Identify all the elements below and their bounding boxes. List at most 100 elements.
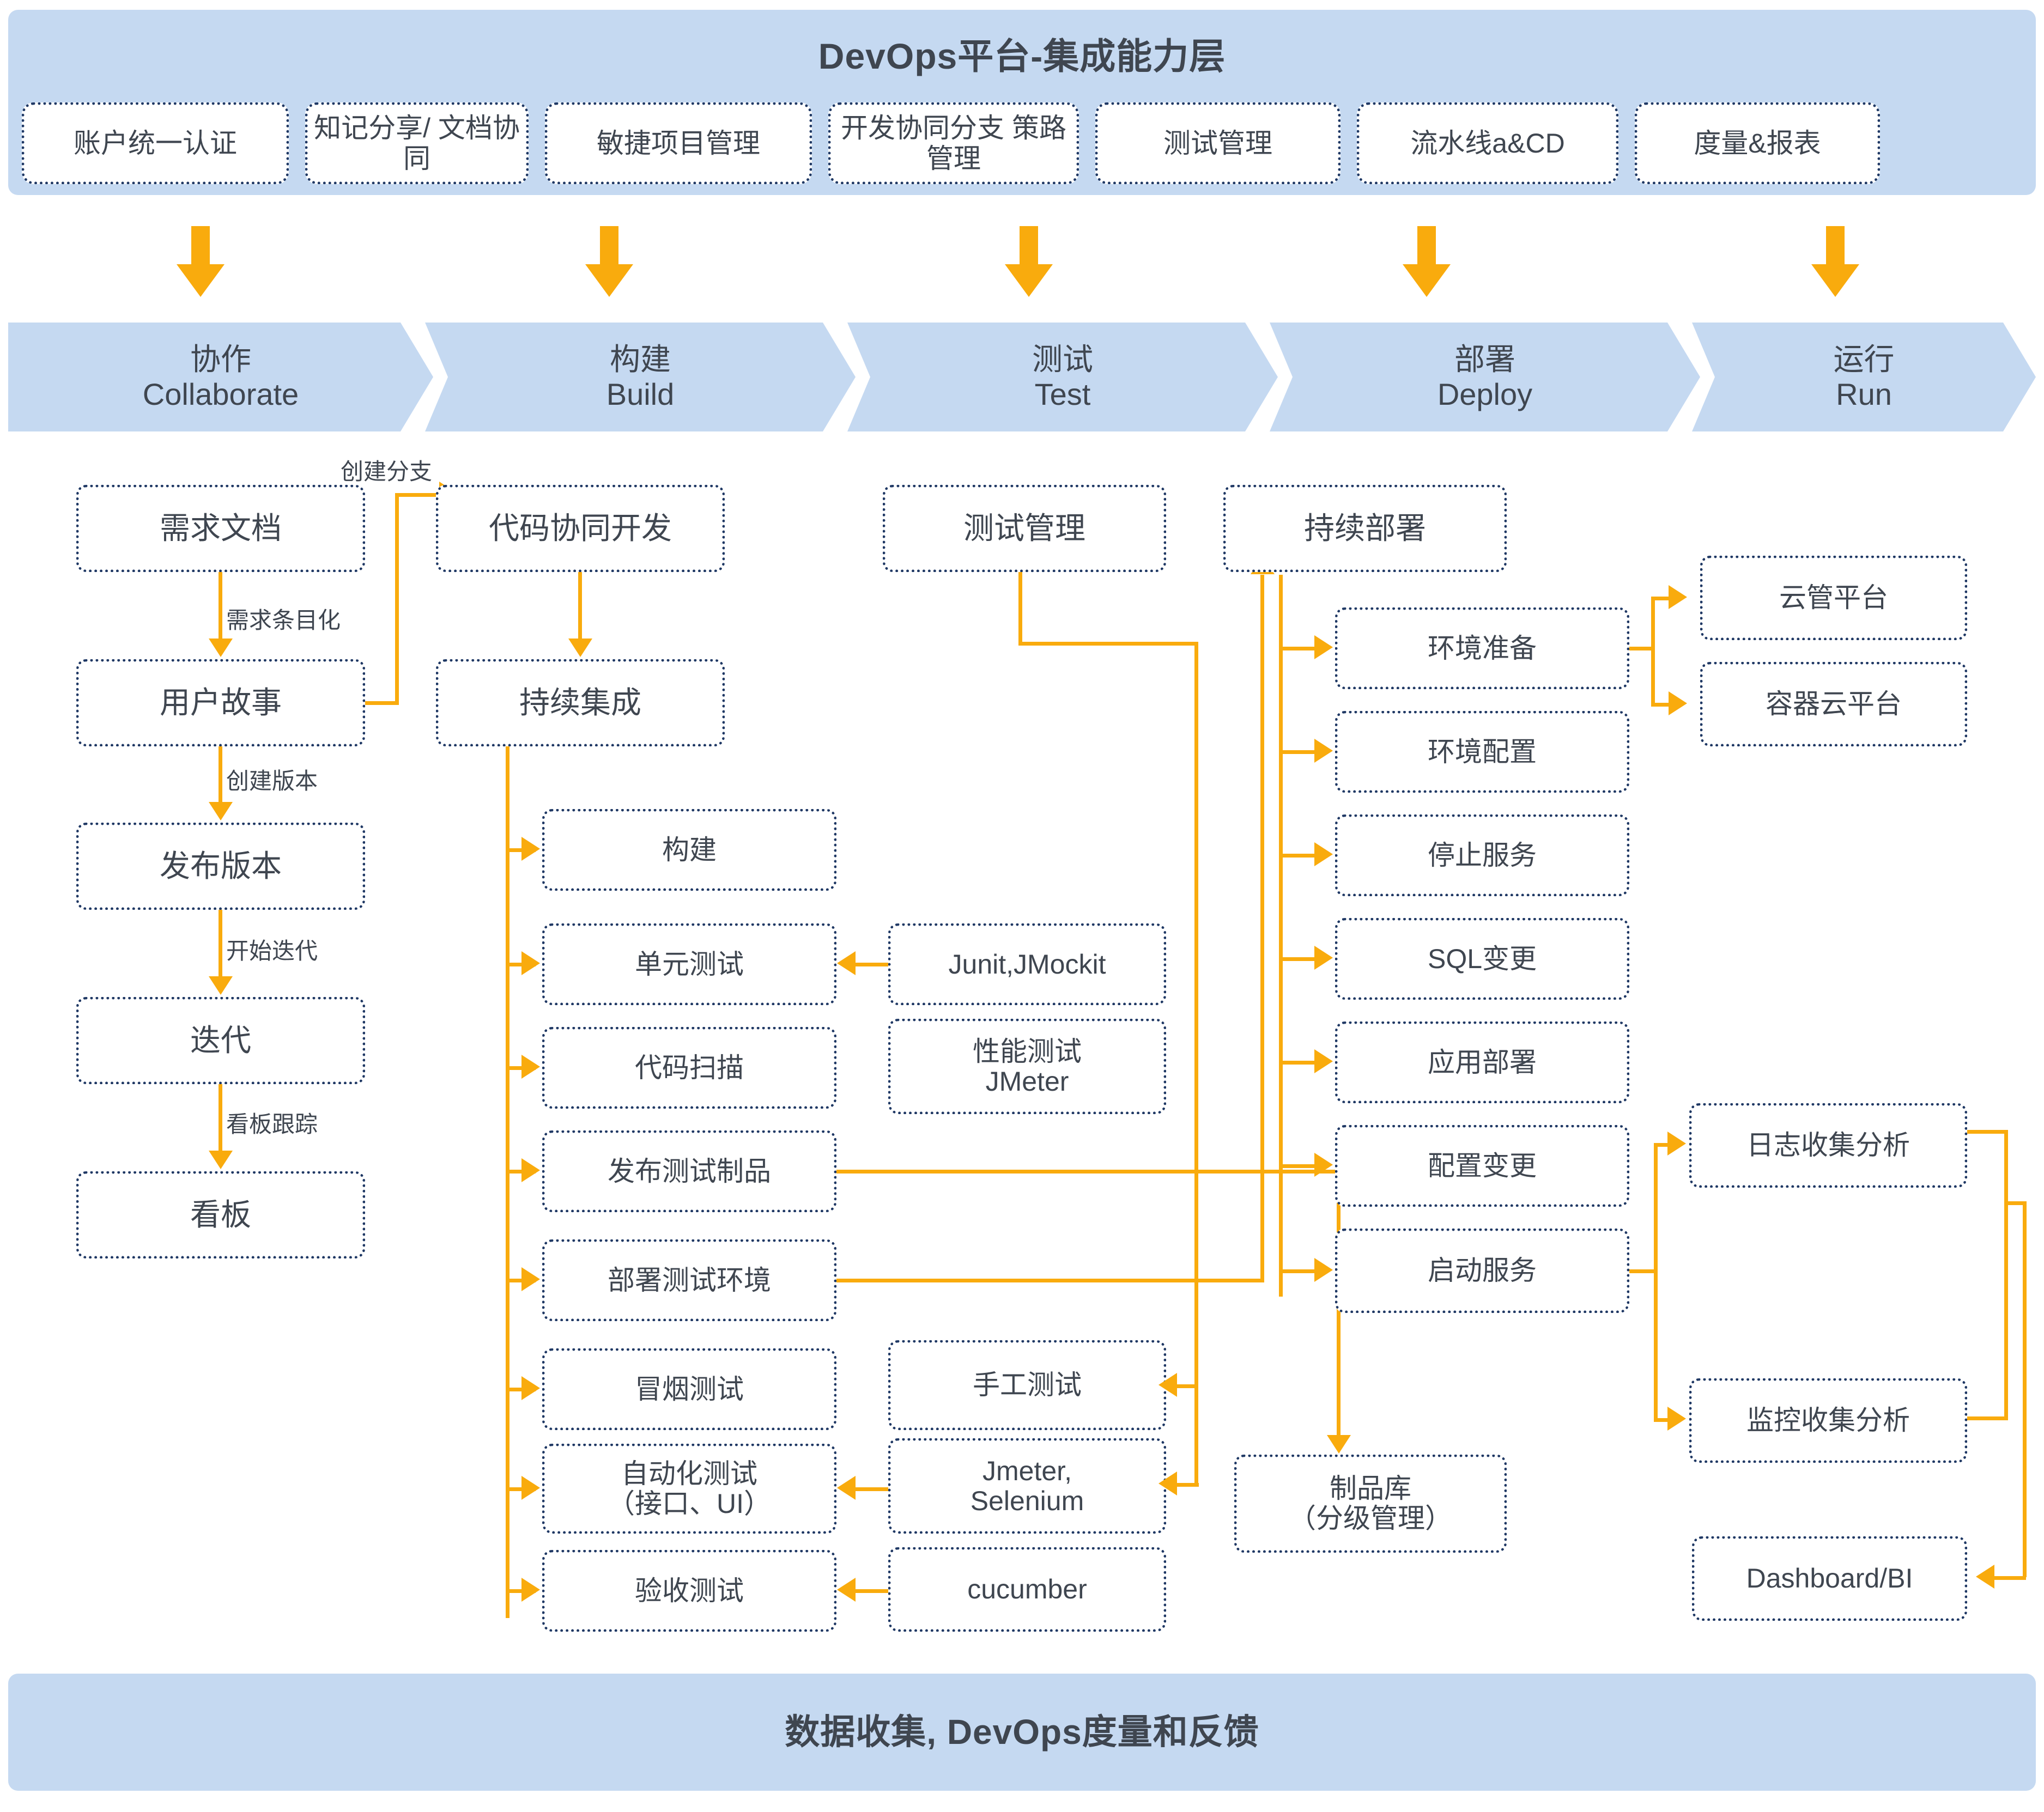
page-title: DevOps平台-集成能力层 [818,36,1226,76]
arrowhead-to-dashboard-bi [1976,1565,1994,1589]
down-arrow-test [1005,226,1053,297]
capability-chip-metrics-report[interactable]: 度量&报表 [1635,102,1880,184]
connector-monitor-to-bus [1967,1416,2008,1420]
stage-label-cn: 协作 [190,342,251,377]
node-cloud-mgmt-platform[interactable]: 云管平台 [1700,556,1967,640]
arrowhead-to-monitor-analyze [1667,1407,1686,1431]
down-arrow-build [585,226,633,297]
arrowhead-req-to-story [209,639,233,657]
node-junit-jmockit[interactable]: Junit,JMockit [888,923,1166,1005]
node-sql-change[interactable]: SQL变更 [1335,918,1629,1000]
node-deploy-test-env[interactable]: 部署测试环境 [542,1239,836,1321]
arrowhead-cd-envprepare [1314,635,1333,659]
node-continuous-deployment[interactable]: 持续部署 [1223,485,1507,572]
node-unit-test[interactable]: 单元测试 [542,923,836,1005]
arrowhead-testmgmt-to-manual [1159,1373,1177,1397]
capability-chip-branch-strategy[interactable]: 开发协同分支 策路管理 [828,102,1079,184]
node-app-deploy[interactable]: 应用部署 [1335,1021,1629,1103]
arrowhead-to-cloud-platform [1669,585,1687,609]
node-container-cloud[interactable]: 容器云平台 [1700,662,1967,746]
arrowhead-cd-configchange [1314,1153,1333,1177]
stage-label-cn: 运行 [1833,342,1895,377]
arrowhead-ci-unit [521,951,540,975]
node-start-service[interactable]: 启动服务 [1335,1229,1629,1313]
node-dashboard-bi[interactable]: Dashboard/BI [1692,1536,1967,1621]
stage-label-en: Build [606,377,675,411]
node-env-prepare[interactable]: 环境准备 [1335,607,1629,689]
node-user-story[interactable]: 用户故事 [76,659,365,746]
node-stop-service[interactable]: 停止服务 [1335,814,1629,896]
capability-chip-knowledge-doc[interactable]: 知记分享/ 文档协同 [305,102,529,184]
node-manual-test[interactable]: 手工测试 [888,1340,1166,1430]
edge-label-requirement-itemization: 需求条目化 [226,607,341,633]
connector-code-to-ci [578,572,582,640]
node-log-collect-analyze[interactable]: 日志收集分析 [1689,1103,1967,1188]
edge-label-start-iteration: 开始迭代 [226,938,318,964]
node-requirement-doc[interactable]: 需求文档 [76,485,365,572]
connector-testmgmt-to-manual [1177,1384,1198,1388]
arrowhead-cucumber-to-acceptance [837,1578,856,1602]
arrowhead-ci-automation [521,1476,540,1500]
connector-branch-selenium-v [1194,1384,1198,1485]
edge-label-create-version: 创建版本 [226,768,318,794]
node-continuous-integration[interactable]: 持续集成 [436,659,725,746]
node-publish-artifact[interactable]: 发布测试制品 [542,1130,836,1212]
connector-log-to-bus [1967,1130,2008,1134]
connector-bus-jog [2004,1201,2026,1205]
connector-story-to-release [219,746,222,804]
node-build-step[interactable]: 构建 [542,809,836,891]
down-arrow-deploy [1403,226,1451,297]
node-test-management[interactable]: 测试管理 [883,485,1166,572]
connector-cucumber-to-acceptance [856,1589,888,1593]
edge-label-kanban-tracking: 看板跟踪 [226,1111,318,1137]
node-code-collab-dev[interactable]: 代码协同开发 [436,485,725,572]
node-config-change[interactable]: 配置变更 [1335,1125,1629,1207]
edge-label-create-branch: 创建分支 [341,459,433,484]
arrowhead-ci-acceptance [521,1578,540,1602]
arrowhead-ci-smoke [521,1376,540,1400]
down-arrow-collaborate [177,226,225,297]
stage-chevron-collaborate[interactable]: 协作 Collaborate [8,323,433,431]
arrowhead-to-log-analyze [1667,1132,1686,1156]
capability-chip-account-sso[interactable]: 账户统一认证 [22,102,289,184]
node-jmeter-selenium[interactable]: Jmeter, Selenium [888,1438,1166,1534]
node-artifact-repo[interactable]: 制品库 （分级管理） [1234,1455,1507,1553]
stage-chevron-deploy[interactable]: 部署 Deploy [1270,323,1700,431]
arrowhead-ci-deployenv [521,1267,540,1291]
arrowhead-cd-startservice [1314,1258,1333,1282]
arrowhead-release-to-iteration [209,976,233,995]
arrowhead-code-to-ci [568,639,592,657]
connector-deployenv-right [836,1279,1264,1282]
node-kanban[interactable]: 看板 [76,1171,365,1258]
connector-ci-spine [506,746,510,1618]
arrowhead-ci-build [521,837,540,861]
capability-chip-test-management[interactable]: 测试管理 [1095,102,1341,184]
connector-testmgmt-right [1018,642,1198,646]
stage-chevron-build[interactable]: 构建 Build [425,323,856,431]
connector-log-bus-down [2004,1130,2008,1419]
node-monitor-collect-analyze[interactable]: 监控收集分析 [1689,1378,1967,1463]
connector-testmgmt-down [1018,572,1022,646]
node-iteration[interactable]: 迭代 [76,997,365,1084]
stage-chevron-run[interactable]: 运行 Run [1692,323,2036,431]
arrowhead-to-container-cloud [1669,691,1687,715]
connector-branch-to-selenium [1177,1483,1199,1487]
arrowhead-cd-stopservice [1314,842,1333,866]
connector-cd-spine [1279,575,1283,1297]
stage-chevron-test[interactable]: 测试 Test [847,323,1278,431]
arrowhead-story-to-release [209,802,233,820]
node-env-config[interactable]: 环境配置 [1335,711,1629,793]
arrowhead-cd-sqlchange [1314,946,1333,970]
arrowhead-ci-scan [521,1055,540,1079]
node-cucumber[interactable]: cucumber [888,1547,1166,1632]
node-acceptance-test[interactable]: 验收测试 [542,1550,836,1632]
node-release-version[interactable]: 发布版本 [76,823,365,910]
node-smoke-test[interactable]: 冒烟测试 [542,1348,836,1430]
node-automation-test[interactable]: 自动化测试 （接口、UI） [542,1444,836,1534]
node-code-scan[interactable]: 代码扫描 [542,1027,836,1109]
capability-chip-agile-project[interactable]: 敏捷项目管理 [545,102,812,184]
arrowhead-artifact-to-repo [1327,1435,1351,1454]
node-performance-jmeter[interactable]: 性能测试 JMeter [888,1019,1166,1114]
capability-chip-pipeline-cd[interactable]: 流水线a&CD [1357,102,1618,184]
stage-label-en: Deploy [1437,377,1533,411]
